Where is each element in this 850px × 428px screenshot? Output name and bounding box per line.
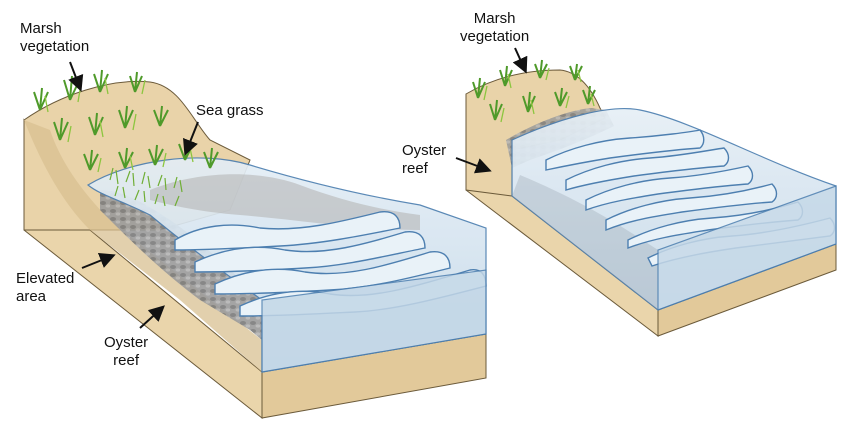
right-wave-ridge bbox=[585, 165, 754, 211]
label-line: vegetation bbox=[460, 28, 530, 45]
arrow-left-elevated bbox=[81, 253, 116, 269]
label-line: Marsh bbox=[20, 20, 62, 37]
label-line: vegetation bbox=[20, 38, 90, 55]
arrow-left-sea-grass bbox=[183, 121, 199, 156]
left-water-front-face bbox=[261, 269, 487, 373]
label-line: area bbox=[16, 288, 47, 305]
right-wave-ridge bbox=[565, 147, 730, 191]
arrow-left-oyster bbox=[139, 305, 165, 329]
label-left-marsh-vegetation: Marsh vegetation bbox=[20, 20, 89, 56]
left-wave-ridges bbox=[174, 211, 487, 317]
left-seabed bbox=[150, 174, 420, 230]
right-seabed bbox=[512, 175, 658, 310]
label-right-oyster-reef: Oyster reef bbox=[402, 142, 446, 178]
arrow-left-marsh bbox=[68, 61, 84, 92]
right-wave-ridge bbox=[545, 129, 705, 171]
label-line: Oyster bbox=[402, 142, 447, 159]
label-line: reef bbox=[402, 160, 428, 177]
left-sea-grass-bed bbox=[109, 167, 183, 207]
arrow-right-marsh bbox=[512, 47, 528, 74]
label-left-sea-grass: Sea grass bbox=[196, 102, 264, 120]
label-line: Sea grass bbox=[196, 102, 264, 119]
label-line: reef bbox=[113, 352, 140, 369]
left-oyster-reef bbox=[100, 190, 262, 340]
label-right-marsh-vegetation: Marsh vegetation bbox=[460, 10, 529, 46]
right-block-diagram bbox=[455, 47, 837, 338]
left-block-diagram bbox=[23, 61, 487, 420]
label-line: Oyster bbox=[104, 334, 149, 351]
arrow-right-oyster bbox=[455, 157, 492, 174]
right-wave-ridge bbox=[605, 183, 778, 232]
label-line: Marsh bbox=[473, 10, 516, 27]
label-line: Elevated bbox=[16, 270, 75, 287]
left-elevated-area bbox=[24, 120, 262, 372]
right-marsh-grass bbox=[472, 59, 596, 121]
label-left-elevated-area: Elevated area bbox=[16, 270, 74, 306]
right-water-front-face bbox=[657, 185, 837, 311]
label-left-oyster-reef: Oyster reef bbox=[104, 334, 148, 370]
